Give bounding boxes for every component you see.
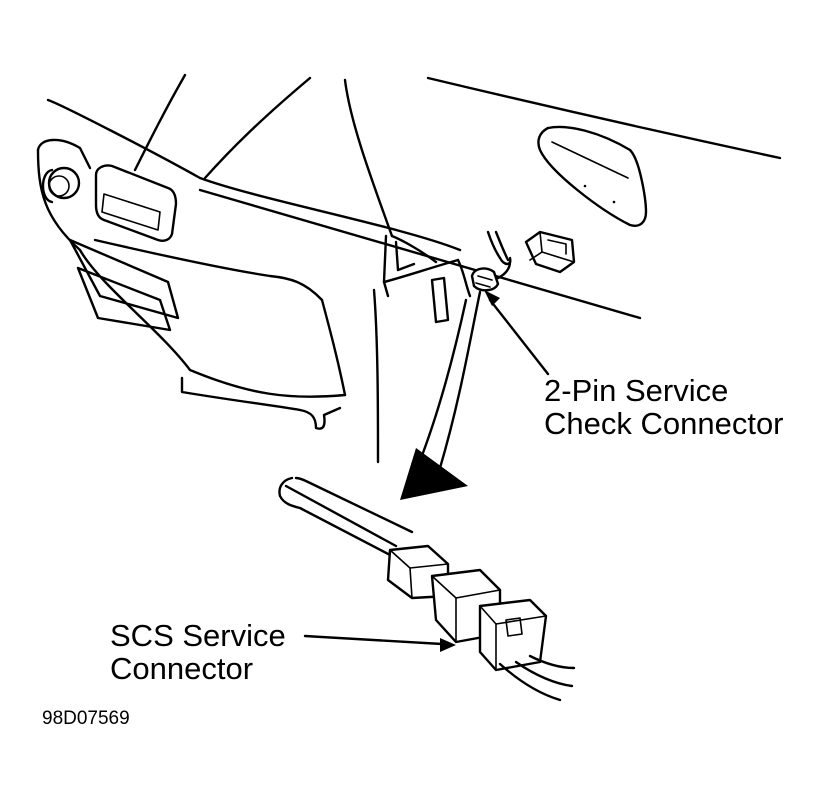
scs-connector-leader [303,634,456,652]
figure-id: 98D07569 [42,708,130,729]
check-connector-leader [484,290,550,376]
panel-clip [524,230,576,274]
check-connector-label-line2: Check Connector [544,406,784,441]
kick-panel-column [372,234,472,464]
scs-connector-label: SCS Service Connector [110,619,286,685]
scs-connector-label-line2: Connector [110,651,254,686]
check-connector-label: 2-Pin Service Check Connector [544,374,784,440]
dash-vent-upper [94,164,178,242]
dash-knob [41,166,81,204]
dashboard-panel [36,73,782,430]
hanging-plug [486,230,512,266]
direction-arrow [400,290,482,500]
check-connector-label-line1: 2-Pin Service [544,373,729,408]
dash-vent-lower [68,238,180,332]
service-check-connector [470,260,512,292]
scs-connector-label-line1: SCS Service [110,618,286,653]
side-panel-slot [537,125,648,227]
scs-service-connector [278,476,576,702]
